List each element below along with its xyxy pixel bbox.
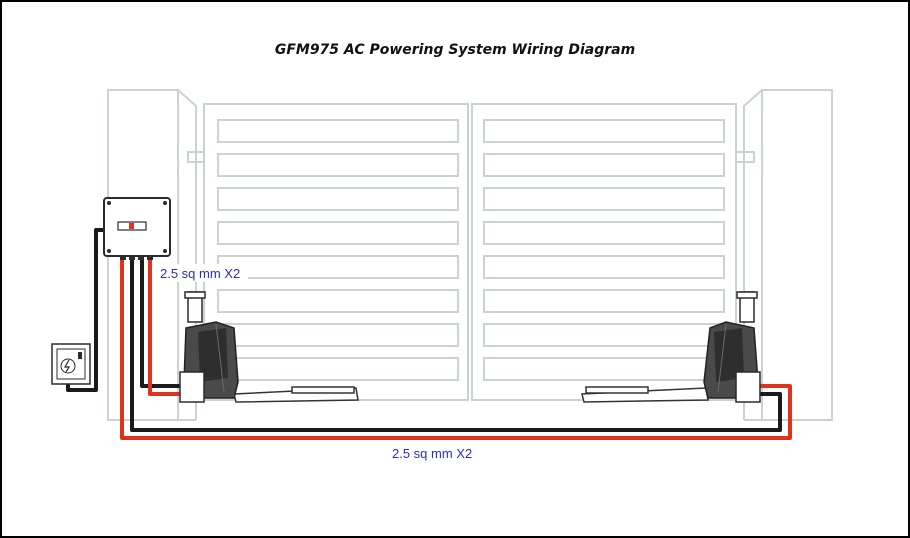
lightning-icon [63,359,71,373]
power-socket [51,343,91,385]
wire-power-feed [66,228,106,392]
wire-right-red [120,258,792,440]
wiring [66,228,792,440]
wire-left-red [148,258,184,396]
wire-right-black [130,258,782,432]
control-box [103,197,171,260]
diagram-title: GFM975 AC Powering System Wiring Diagram [274,42,636,58]
left-gate-opener [179,291,239,403]
upper-label-bg [156,264,248,282]
left-operator-arm [233,386,359,403]
control-box-indicator-led [129,223,134,229]
right-gate-opener [703,291,761,403]
wire-left-black [140,258,182,388]
right-gate-leaf [471,103,737,401]
right-operator-arm [581,386,709,403]
lower-cable-label: 2.5 sq mm X2 [392,446,472,461]
gate-structure [107,89,833,421]
left-gate-leaf [203,103,469,401]
upper-cable-label: 2.5 sq mm X2 [160,266,240,281]
